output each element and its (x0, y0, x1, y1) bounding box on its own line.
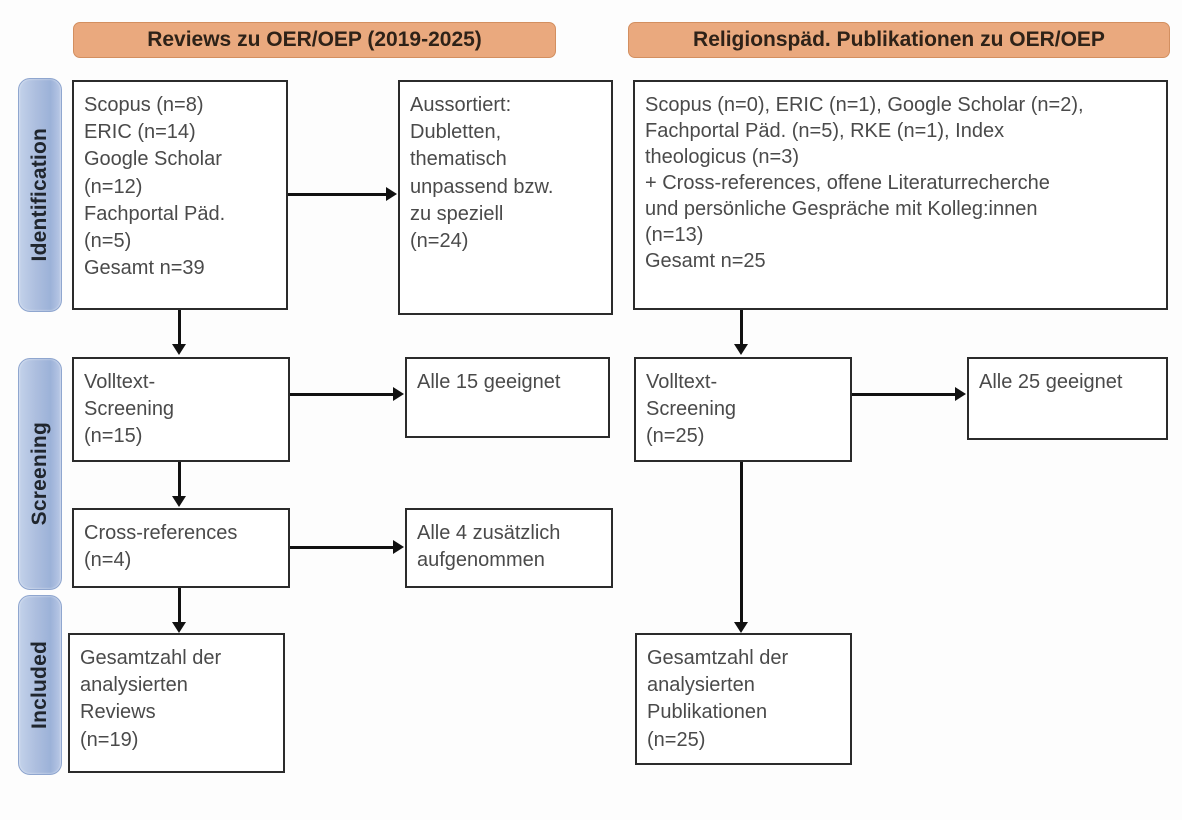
arrowhead-left-id-to-excluded (386, 187, 397, 201)
connector-left-id-to-excluded (288, 193, 386, 196)
connector-right-id-to-screening (740, 310, 743, 345)
box-identification-sources-left: Scopus (n=8) ERIC (n=14) Google Scholar … (72, 80, 288, 310)
column-header-reviews: Reviews zu OER/OEP (2019-2025) (73, 22, 556, 58)
box-fulltext-screening-left: Volltext- Screening (n=15) (72, 357, 290, 462)
box-excluded-records: Aussortiert: Dubletten, thematisch unpas… (398, 80, 613, 315)
connector-crossrefs-to-added (290, 546, 393, 549)
box-all-suitable-right: Alle 25 geeignet (967, 357, 1168, 440)
box-fulltext-screening-right: Volltext- Screening (n=25) (634, 357, 852, 462)
box-identification-sources-right: Scopus (n=0), ERIC (n=1), Google Scholar… (633, 80, 1168, 310)
connector-right-screening-to-suitable (852, 393, 955, 396)
connector-right-screening-to-included (740, 462, 743, 623)
connector-crossrefs-to-included (178, 588, 181, 623)
phase-label-identification-text: Identification (28, 128, 51, 262)
phase-label-screening: Screening (18, 358, 62, 590)
phase-label-included-text: Included (28, 641, 51, 729)
arrowhead-right-screening-to-suitable (955, 387, 966, 401)
arrowhead-left-screening-to-suitable (393, 387, 404, 401)
arrowhead-left-screening-to-crossrefs (172, 496, 186, 507)
column-header-publications: Religionspäd. Publikationen zu OER/OEP (628, 22, 1170, 58)
phase-label-screening-text: Screening (28, 422, 51, 526)
arrowhead-crossrefs-to-added (393, 540, 404, 554)
box-all-suitable-left: Alle 15 geeignet (405, 357, 610, 438)
connector-left-id-to-screening (178, 310, 181, 345)
connector-left-screening-to-suitable (290, 393, 393, 396)
box-cross-references: Cross-references (n=4) (72, 508, 290, 588)
arrowhead-left-id-to-screening (172, 344, 186, 355)
box-cross-references-added: Alle 4 zusätzlich aufgenommen (405, 508, 613, 588)
arrowhead-crossrefs-to-included (172, 622, 186, 633)
arrowhead-right-screening-to-included (734, 622, 748, 633)
box-included-publications: Gesamtzahl der analysierten Publikatione… (635, 633, 852, 765)
box-included-reviews: Gesamtzahl der analysierten Reviews (n=1… (68, 633, 285, 773)
connector-left-screening-to-crossrefs (178, 462, 181, 497)
phase-label-identification: Identification (18, 78, 62, 312)
phase-label-included: Included (18, 595, 62, 775)
arrowhead-right-id-to-screening (734, 344, 748, 355)
